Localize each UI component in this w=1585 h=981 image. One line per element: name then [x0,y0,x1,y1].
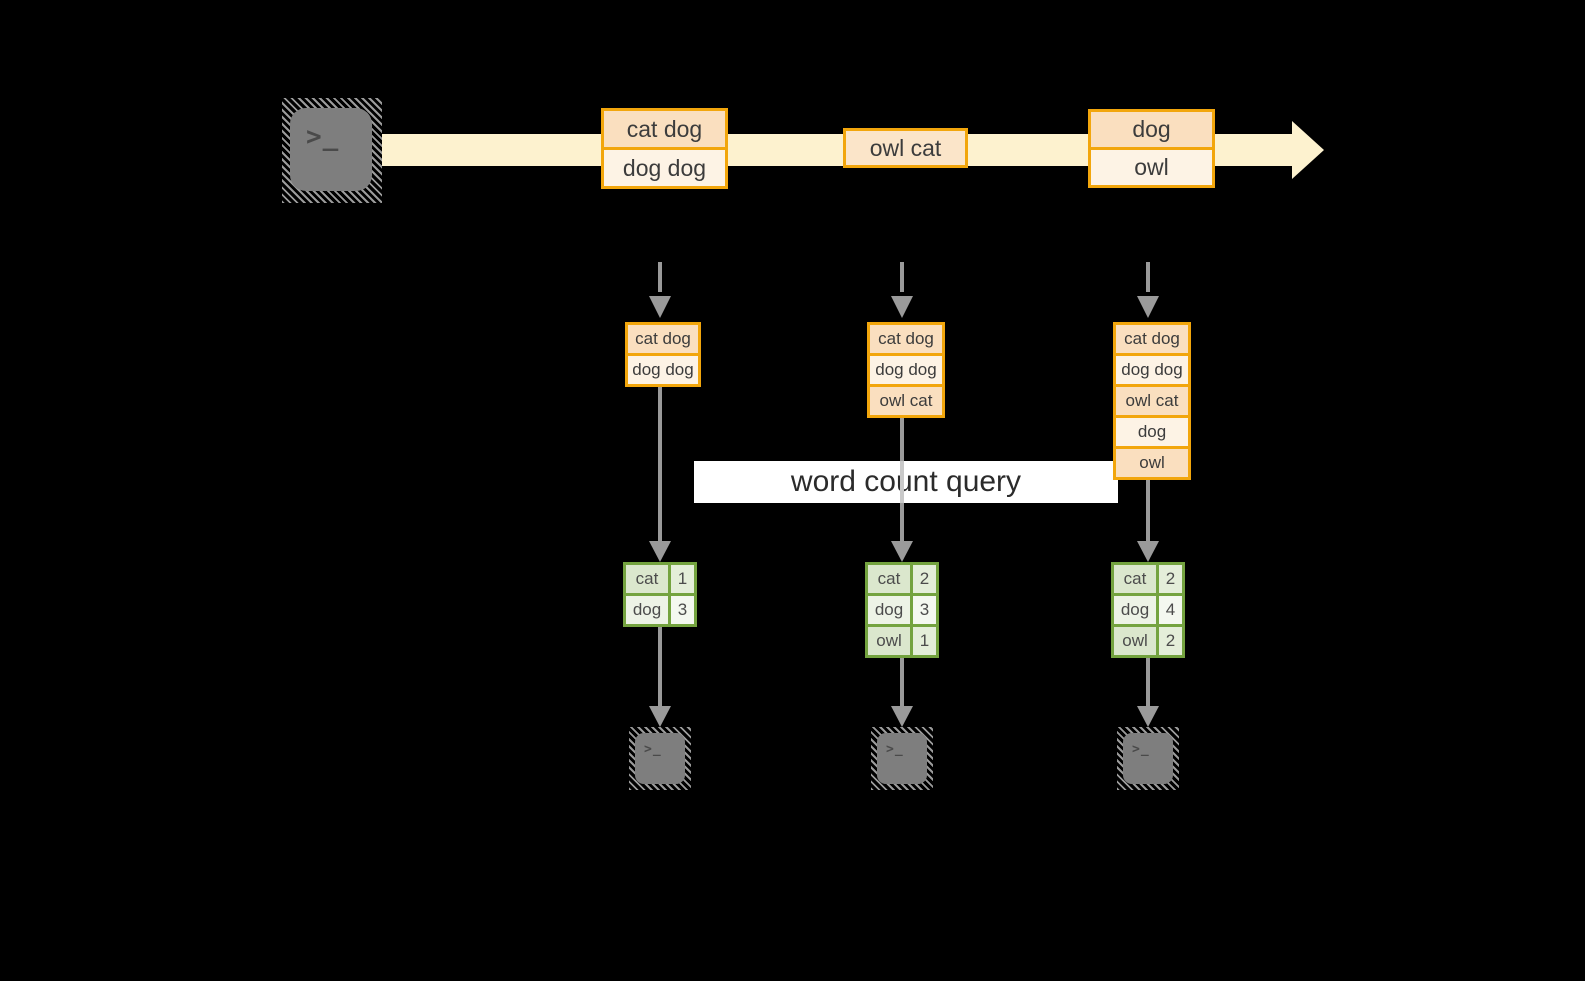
buffer-line: cat dog [628,325,698,353]
dashed-arrow-line [658,262,662,292]
event-line: dog dog [604,147,725,186]
count-table-3: cat 2 dog 4 owl 2 [1111,562,1185,658]
count-row: cat 1 [626,565,694,593]
count-cell: 1 [910,627,936,655]
count-table-2: cat 2 dog 3 owl 1 [865,562,939,658]
word-cell: cat [868,565,910,593]
dashed-arrow-head-icon [1137,296,1159,318]
terminal-prompt-glyph: >_ [1132,742,1150,757]
count-cell: 2 [1156,565,1182,593]
timeline-event-1: cat dog dog dog [601,108,728,189]
connector-arrow-head-icon [1137,541,1159,562]
dashed-arrow-line [900,262,904,292]
timeline-event-2: owl cat [843,128,968,168]
output-arrow-head-icon [649,706,671,727]
count-row: owl 1 [868,624,936,655]
buffer-line: cat dog [870,325,942,353]
buffer-line: cat dog [1116,325,1188,353]
count-cell: 2 [910,565,936,593]
stream-timeline-arrowhead-icon [1292,121,1324,179]
output-arrow-line [1146,658,1150,708]
source-terminal-icon: >_ [282,98,382,203]
output-arrow-head-icon [1137,706,1159,727]
dashed-arrow-head-icon [891,296,913,318]
word-cell: owl [1114,627,1156,655]
terminal-screen: >_ [635,733,685,784]
connector-arrow-head-icon [649,541,671,562]
dashed-arrow-line [1146,262,1150,292]
count-row: dog 3 [626,593,694,624]
output-terminal-icon: >_ [1117,727,1179,790]
word-cell: dog [868,596,910,624]
connector-line-overlay [900,461,904,503]
event-line: dog [1091,112,1212,147]
terminal-prompt-glyph: >_ [644,742,662,757]
buffer-line: dog dog [628,353,698,384]
event-line: owl [1091,147,1212,185]
terminal-screen: >_ [290,108,372,191]
buffer-line: owl cat [1116,384,1188,415]
buffer-stack-2: cat dog dog dog owl cat [867,322,945,418]
count-row: dog 4 [1114,593,1182,624]
connector-line [658,387,662,541]
count-row: cat 2 [1114,565,1182,593]
count-table-1: cat 1 dog 3 [623,562,697,627]
terminal-screen: >_ [877,733,927,784]
count-row: owl 2 [1114,624,1182,655]
count-cell: 3 [668,596,694,624]
count-cell: 3 [910,596,936,624]
timeline-event-3: dog owl [1088,109,1215,188]
terminal-prompt-glyph: >_ [886,742,904,757]
buffer-line: dog [1116,415,1188,446]
query-label: word count query [694,461,1118,503]
buffer-stack-1: cat dog dog dog [625,322,701,387]
word-cell: dog [626,596,668,624]
dashed-arrow-head-icon [649,296,671,318]
buffer-line: owl [1116,446,1188,477]
count-row: dog 3 [868,593,936,624]
terminal-prompt-glyph: >_ [306,122,340,152]
word-cell: owl [868,627,910,655]
event-line: cat dog [604,111,725,147]
buffer-line: dog dog [870,353,942,384]
terminal-screen: >_ [1123,733,1173,784]
word-cell: cat [626,565,668,593]
output-arrow-line [900,658,904,708]
connector-arrow-head-icon [891,541,913,562]
word-cell: dog [1114,596,1156,624]
output-arrow-head-icon [891,706,913,727]
count-cell: 2 [1156,627,1182,655]
count-cell: 4 [1156,596,1182,624]
buffer-line: owl cat [870,384,942,415]
count-row: cat 2 [868,565,936,593]
word-cell: cat [1114,565,1156,593]
output-terminal-icon: >_ [871,727,933,790]
buffer-line: dog dog [1116,353,1188,384]
connector-line [1146,480,1150,541]
output-arrow-line [658,627,662,708]
output-terminal-icon: >_ [629,727,691,790]
count-cell: 1 [668,565,694,593]
event-line: owl cat [846,131,965,165]
buffer-stack-3: cat dog dog dog owl cat dog owl [1113,322,1191,480]
